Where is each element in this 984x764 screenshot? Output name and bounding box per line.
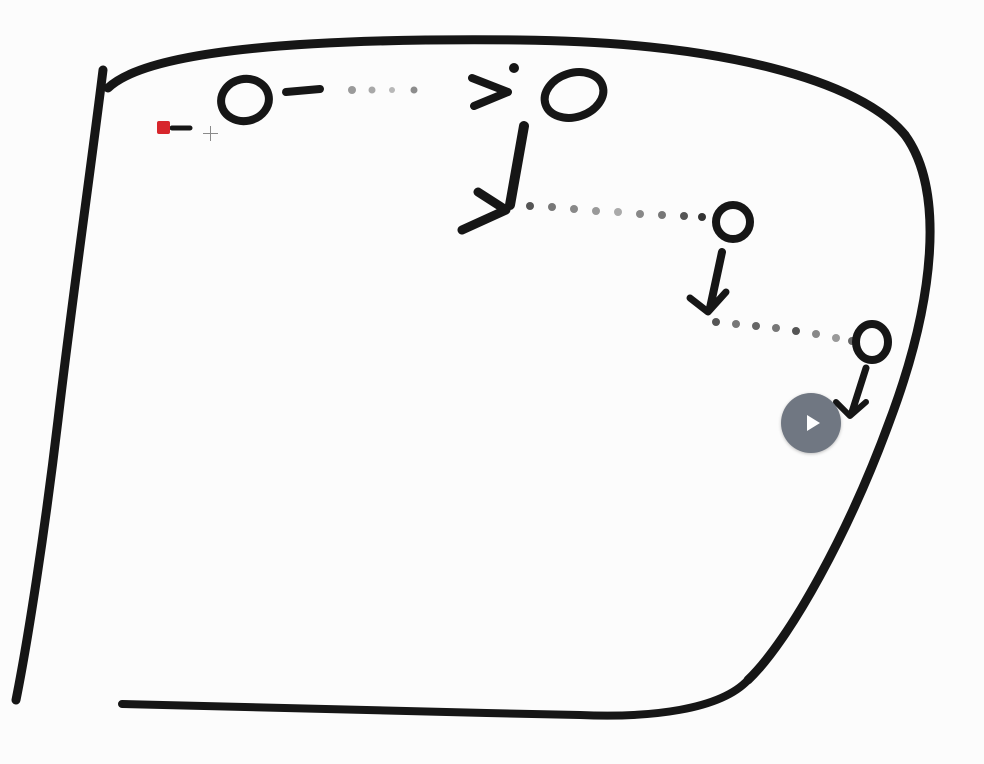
outer-shape-left-edge (11, 65, 108, 705)
pen-dot (509, 63, 519, 73)
outer-shape-bottom-edge (118, 676, 752, 720)
dotted-path-row-3 (712, 318, 856, 345)
dotted-path-row-2 (526, 202, 706, 221)
node-circle-3 (712, 201, 754, 243)
down-arrow-shaft-3 (848, 364, 870, 416)
outer-shape-top-edge (103, 35, 910, 140)
down-arrowhead-3 (833, 399, 869, 419)
play-icon (806, 415, 820, 431)
node-circle-2 (540, 68, 608, 122)
play-button[interactable] (781, 393, 841, 453)
crosshair-icon (203, 126, 218, 141)
node-circle-1 (217, 74, 273, 126)
down-arrowhead-2 (686, 288, 730, 316)
node-circle-4 (852, 320, 892, 364)
outer-shape-right-edge (743, 130, 935, 685)
dotted-path-row-1 (348, 86, 418, 94)
down-arrowhead-1 (457, 187, 511, 235)
pen-cursor-icon (157, 121, 170, 134)
down-arrow-shaft-2 (706, 248, 726, 312)
down-arrow-shaft-1 (505, 121, 529, 210)
arrowhead-right-1 (468, 74, 512, 110)
arrow-tail-1 (282, 85, 324, 96)
